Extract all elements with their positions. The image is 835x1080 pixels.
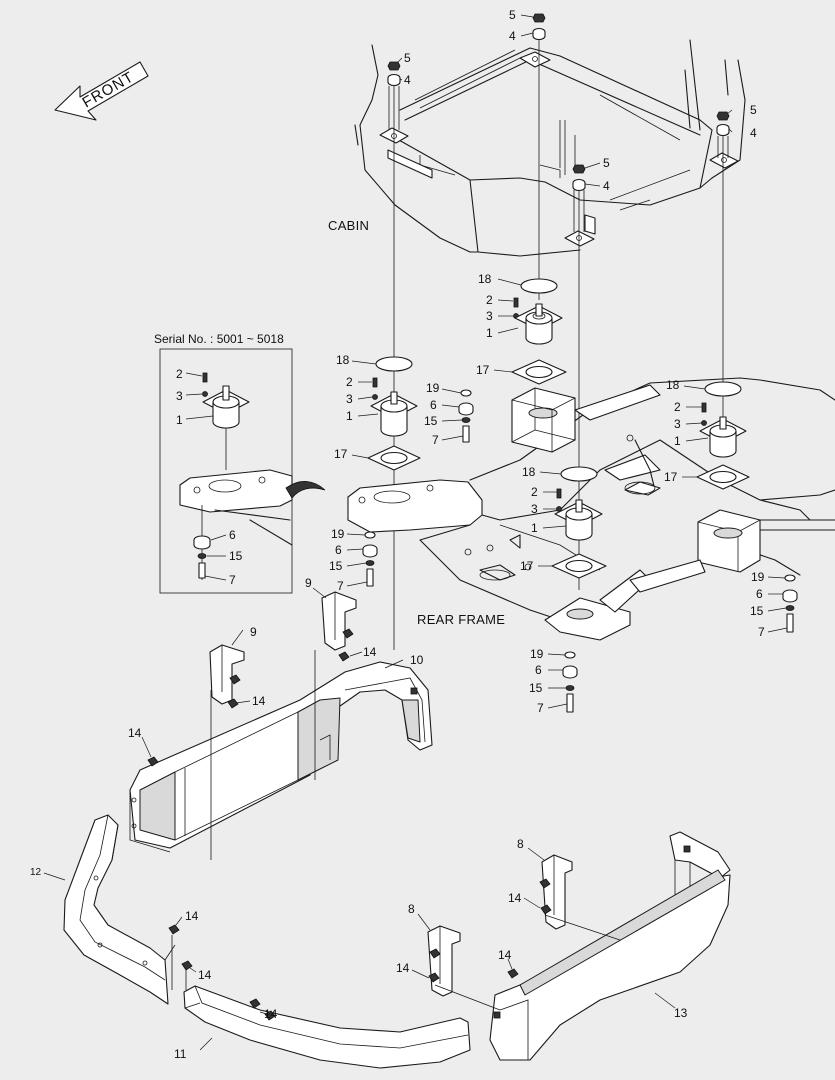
counterweight-frame [129,661,433,853]
callout-6: 6 [756,587,763,601]
callout-5: 5 [404,51,411,65]
callout-14: 14 [363,645,377,659]
callout-5: 5 [603,156,610,170]
cabin-nuts-washers: 5 4 5 4 5 4 5 4 [387,8,757,193]
mount-assembly [696,381,750,490]
callout-18: 18 [478,272,492,286]
callout-14: 14 [396,961,410,975]
callout-3: 3 [346,392,353,406]
callout-17: 17 [520,559,534,573]
cabin-body: CABIN [328,39,746,257]
callout-8: 8 [517,837,524,851]
callout-7: 7 [337,579,344,593]
callout-8: 8 [408,902,415,916]
callout-7: 7 [537,701,544,715]
callout-1: 1 [176,413,183,427]
callout-6: 6 [535,663,542,677]
callout-19: 19 [751,570,765,584]
callout-14: 14 [508,891,522,905]
bottom-cover-11: 14 14 14 11 [168,909,471,1069]
callout-9: 9 [250,625,257,639]
callout-3: 3 [531,502,538,516]
side-cover-12: 12 [30,814,176,1005]
callout-4: 4 [509,29,516,43]
callout-18: 18 [336,353,350,367]
callout-1: 1 [486,326,493,340]
cabin-label: CABIN [328,218,369,233]
callout-2: 2 [176,367,183,381]
callout-6: 6 [335,543,342,557]
detail-arrow [285,481,326,499]
callout-7: 7 [229,573,236,587]
callout-15: 15 [229,549,243,563]
callout-3: 3 [674,417,681,431]
mount-callouts: 18 2 3 1 17 18 2 3 1 17 18 2 3 1 17 18 2… [329,272,788,715]
mount-assembly [511,278,567,385]
callout-14: 14 [185,909,199,923]
callout-1: 1 [531,521,538,535]
callout-7: 7 [432,433,439,447]
callout-2: 2 [674,400,681,414]
callout-4: 4 [404,73,411,87]
callout-17: 17 [476,363,490,377]
rear-frame: REAR FRAME [347,377,835,641]
rear-frame-label: REAR FRAME [417,612,505,627]
callout-15: 15 [424,414,438,428]
alignment-lines [388,40,729,650]
callout-4: 4 [603,179,610,193]
callout-18: 18 [666,378,680,392]
callout-19: 19 [530,647,544,661]
bracket-8: 8 8 14 14 14 [396,837,621,1011]
callout-10: 10 [410,653,424,667]
callout-7: 7 [758,625,765,639]
callout-2: 2 [486,293,493,307]
front-label: FRONT [80,68,138,111]
callout-3: 3 [486,309,493,323]
callout-9: 9 [305,576,312,590]
callout-11: 11 [174,1047,187,1061]
callout-2: 2 [531,485,538,499]
callout-15: 15 [750,604,764,618]
callout-14: 14 [252,694,266,708]
side-cover-13: 13 [489,831,731,1061]
callout-1: 1 [346,409,353,423]
callout-6: 6 [229,528,236,542]
callout-15: 15 [529,681,543,695]
serial-label: Serial No. : 5001 ~ 5018 [154,332,284,346]
serial-inset: Serial No. : 5001 ~ 5018 2 3 1 6 15 [154,332,293,594]
callout-12: 12 [30,867,42,878]
callout-1: 1 [674,434,681,448]
callout-19: 19 [331,527,345,541]
callout-6: 6 [430,398,437,412]
callout-4: 4 [750,126,757,140]
callout-13: 13 [674,1006,688,1020]
callout-2: 2 [346,375,353,389]
bracket-9: 9 9 10 14 14 14 [128,576,424,860]
callout-18: 18 [522,465,536,479]
callout-5: 5 [509,8,516,22]
callout-14: 14 [198,968,212,982]
callout-14: 14 [128,726,142,740]
callout-19: 19 [426,381,440,395]
front-arrow: FRONT [54,61,149,121]
callout-17: 17 [334,447,348,461]
callout-17: 17 [664,470,678,484]
callout-14: 14 [264,1007,278,1021]
callout-14: 14 [498,948,512,962]
callout-15: 15 [329,559,343,573]
mount-assembly [551,466,607,579]
callout-5: 5 [750,103,757,117]
callout-3: 3 [176,389,183,403]
lower-stack [362,389,798,713]
